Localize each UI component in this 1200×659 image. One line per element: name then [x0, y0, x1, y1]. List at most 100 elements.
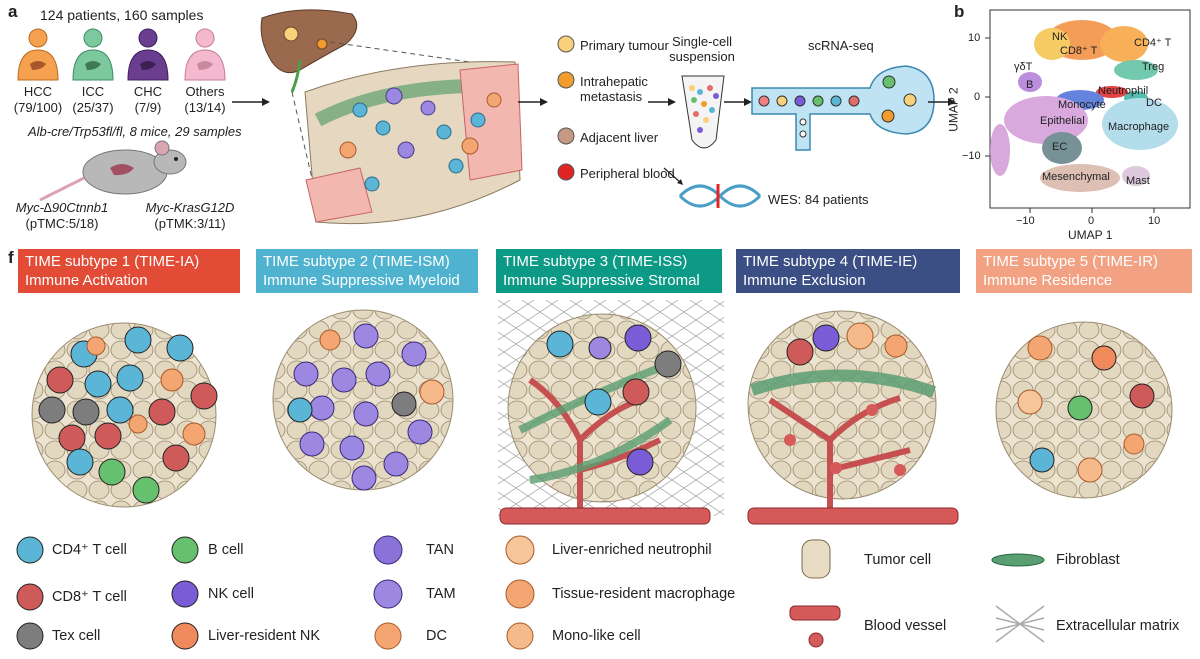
extracellular-matrix-icon [995, 605, 1045, 643]
human-chc-icon [127, 28, 169, 81]
tumor-cell-icon [801, 539, 831, 579]
tex-cell-icon [16, 622, 44, 650]
subtype-2-subtitle: Immune Suppressive Myeloid [263, 272, 460, 289]
tan-icon [373, 535, 403, 565]
sample-intrahepatic-metastasis: Intrahepatic metastasis [580, 74, 648, 104]
panel-f-letter: f [8, 248, 14, 267]
x-tick-1: −10 [1016, 215, 1035, 227]
tam-icon [373, 579, 403, 609]
subtype-5-illustration [995, 321, 1173, 499]
icc-label: ICC [81, 84, 105, 99]
cohort-header: 124 patients, 160 samples [40, 7, 204, 23]
subtype-4-subtitle: Immune Exclusion [743, 272, 866, 289]
legend-blood-vessel: Blood vessel [864, 618, 947, 634]
hcc-count: (79/100) [13, 100, 63, 115]
sample-primary-tumour: Primary tumour [580, 38, 669, 53]
legend-tam: TAM [426, 586, 456, 602]
subtype-2-banner: TIME subtype 2 (TIME-ISM) Immune Suppres… [256, 249, 478, 293]
subtype-1-title: TIME subtype 1 (TIME-IA) [25, 253, 200, 270]
icc-count: (25/37) [72, 100, 114, 115]
umap-x-label: UMAP 1 [1068, 228, 1113, 242]
liver-icon [260, 9, 358, 93]
subtype-1-subtitle: Immune Activation [25, 272, 148, 289]
dc-icon [374, 622, 402, 650]
legend-fibroblast: Fibroblast [1056, 552, 1120, 568]
subtype-4-title: TIME subtype 4 (TIME-IE) [743, 253, 918, 270]
microfluidic-chip-icon [751, 65, 935, 151]
others-label: Others [185, 84, 225, 99]
subtype-2-title: TIME subtype 2 (TIME-ISM) [263, 253, 450, 270]
panel-b-letter: b [954, 2, 965, 21]
x-tick-2: 0 [1088, 215, 1095, 227]
human-hcc-icon [17, 28, 59, 81]
legend-liver-enriched-neutrophil: Liver-enriched neutrophil [552, 542, 712, 558]
cluster-dc: DC [1146, 97, 1162, 109]
single-cell-label: Single-cell suspension [669, 34, 735, 64]
chc-label: CHC [133, 84, 163, 99]
wes-label: WES: 84 patients [768, 192, 869, 207]
subtype-4-illustration [747, 310, 959, 525]
mouse-header: Alb-cre/Trp53fl/fl, 8 mice, 29 samples [28, 124, 242, 139]
scrna-label: scRNA-seq [808, 38, 874, 53]
test-tube-icon [681, 75, 725, 149]
legend-b-cell: B cell [208, 542, 244, 558]
mouse-model-1-label: Myc-∆90Ctnnb1 [15, 200, 109, 215]
hcc-label: HCC [23, 84, 53, 99]
nk-cell-icon [171, 580, 199, 608]
legend-tumor-cell: Tumor cell [864, 552, 932, 568]
legend-liver-resident-nk: Liver-resident NK [208, 628, 321, 644]
legend-cd8-t-cell: CD8⁺ T cell [52, 589, 127, 605]
y-tick-3: −10 [962, 150, 981, 162]
legend-tan: TAN [426, 542, 454, 558]
tissue-resident-macrophage-icon [505, 579, 535, 609]
cluster-nk: NK [1052, 31, 1068, 43]
mouse-model-1-count: (pTMC:5/18) [25, 216, 99, 231]
subtype-5-subtitle: Immune Residence [983, 272, 1113, 289]
subtype-1-illustration [31, 322, 218, 508]
cluster-monocyte: Monocyte [1058, 99, 1106, 111]
legend-dc: DC [426, 628, 447, 644]
human-icc-icon [72, 28, 114, 81]
blood-vessel-icon [789, 605, 841, 621]
legend-tissue-resident-macrophage: Tissue-resident macrophage [552, 586, 736, 602]
cluster-epithelial: Epithelial [1040, 115, 1085, 127]
cluster-mesenchymal: Mesenchymal [1042, 171, 1110, 183]
legend-nk-cell: NK cell [208, 586, 254, 602]
mouse-model-2-count: (pTMK:3/11) [154, 216, 226, 231]
subtype-1-banner: TIME subtype 1 (TIME-IA) Immune Activati… [18, 249, 240, 293]
panel-a-letter: a [8, 2, 18, 21]
subtype-4-banner: TIME subtype 4 (TIME-IE) Immune Exclusio… [736, 249, 960, 293]
legend-mono-like-cell: Mono-like cell [552, 628, 641, 644]
cluster-treg: Treg [1142, 61, 1165, 73]
legend-extracellular-matrix: Extracellular matrix [1056, 618, 1180, 634]
cluster-neutrophil: Neutrophil [1098, 85, 1149, 97]
mouse-icon [39, 140, 187, 202]
liver-resident-nk-icon [171, 622, 199, 650]
y-tick-2: 0 [974, 91, 981, 103]
subtype-3-illustration [498, 300, 724, 525]
cd4-t-cell-icon [16, 536, 44, 564]
sample-adjacent-liver: Adjacent liver [580, 130, 659, 145]
subtype-5-title: TIME subtype 5 (TIME-IR) [983, 253, 1159, 270]
fibroblast-icon [991, 553, 1045, 567]
liver-enriched-neutrophil-icon [505, 535, 535, 565]
cluster-gd-t: γδT [1014, 61, 1033, 73]
subtype-3-title: TIME subtype 3 (TIME-ISS) [503, 253, 688, 270]
mouse-model-2-label: Myc-KrasG12D [145, 200, 235, 215]
y-tick-1: 10 [968, 32, 981, 44]
subtype-3-subtitle: Immune Suppressive Stromal [503, 272, 700, 289]
cluster-mast: Mast [1126, 175, 1150, 187]
legend-tex-cell: Tex cell [52, 628, 101, 644]
subtype-2-illustration [272, 309, 454, 491]
others-count: (13/14) [184, 100, 226, 115]
cluster-cd4-t: CD4⁺ T [1134, 37, 1172, 49]
sample-peripheral-blood: Peripheral blood [580, 166, 675, 181]
chc-count: (7/9) [134, 100, 162, 115]
cluster-ec: EC [1052, 141, 1068, 153]
human-others-icon [184, 28, 226, 81]
subtype-3-banner: TIME subtype 3 (TIME-ISS) Immune Suppres… [496, 249, 722, 293]
dna-icon [678, 184, 762, 208]
